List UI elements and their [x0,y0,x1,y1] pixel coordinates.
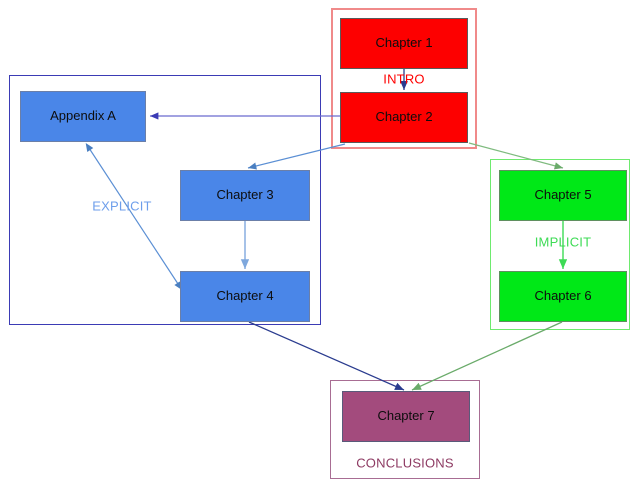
node-chapter-7[interactable]: Chapter 7 [342,391,470,442]
node-label: Chapter 6 [534,288,592,304]
conclusions-group-box [330,380,480,479]
node-label: Chapter 3 [216,187,274,203]
node-appendix-a[interactable]: Appendix A [20,91,146,142]
node-chapter-6[interactable]: Chapter 6 [499,271,627,322]
node-label: Appendix A [50,108,116,124]
node-label: Chapter 2 [375,109,433,125]
node-chapter-2[interactable]: Chapter 2 [340,92,468,143]
node-label: Chapter 5 [534,187,592,203]
node-chapter-3[interactable]: Chapter 3 [180,170,310,221]
intro-group-box [331,8,477,149]
explicit-group-box [9,75,321,325]
node-chapter-4[interactable]: Chapter 4 [180,271,310,322]
label-implicit: IMPLICIT [534,234,592,250]
label-explicit: EXPLICIT [92,198,152,214]
label-conclusions: CONCLUSIONS [356,455,454,471]
label-intro: INTRO [383,71,425,87]
node-chapter-1[interactable]: Chapter 1 [340,18,468,69]
node-label: Chapter 7 [377,408,435,424]
node-chapter-5[interactable]: Chapter 5 [499,170,627,221]
node-label: Chapter 1 [375,35,433,51]
node-label: Chapter 4 [216,288,274,304]
